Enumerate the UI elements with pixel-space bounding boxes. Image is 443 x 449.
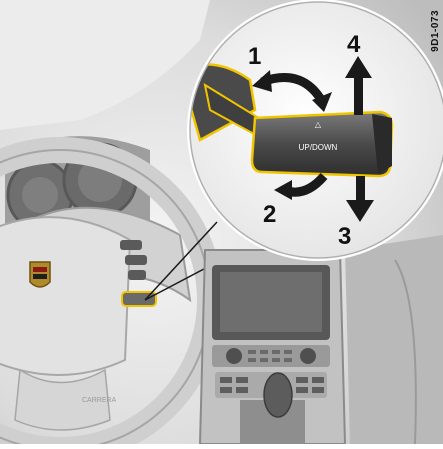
center-console (200, 250, 345, 444)
wheel-badge-text: CARRERA (82, 397, 117, 404)
gear-selector (264, 373, 292, 417)
brand-emblem (30, 262, 50, 287)
step-3-number: 3 (338, 223, 351, 250)
lever-label: UP/DOWN (299, 143, 338, 152)
step-2-number: 2 (263, 201, 276, 228)
lever-arrow-glyph: △ (315, 120, 322, 129)
right-trim (345, 235, 443, 444)
figure-code: 9D1-073 (430, 10, 441, 52)
step-4-number: 4 (347, 31, 361, 58)
step-1-number: 1 (248, 43, 261, 70)
